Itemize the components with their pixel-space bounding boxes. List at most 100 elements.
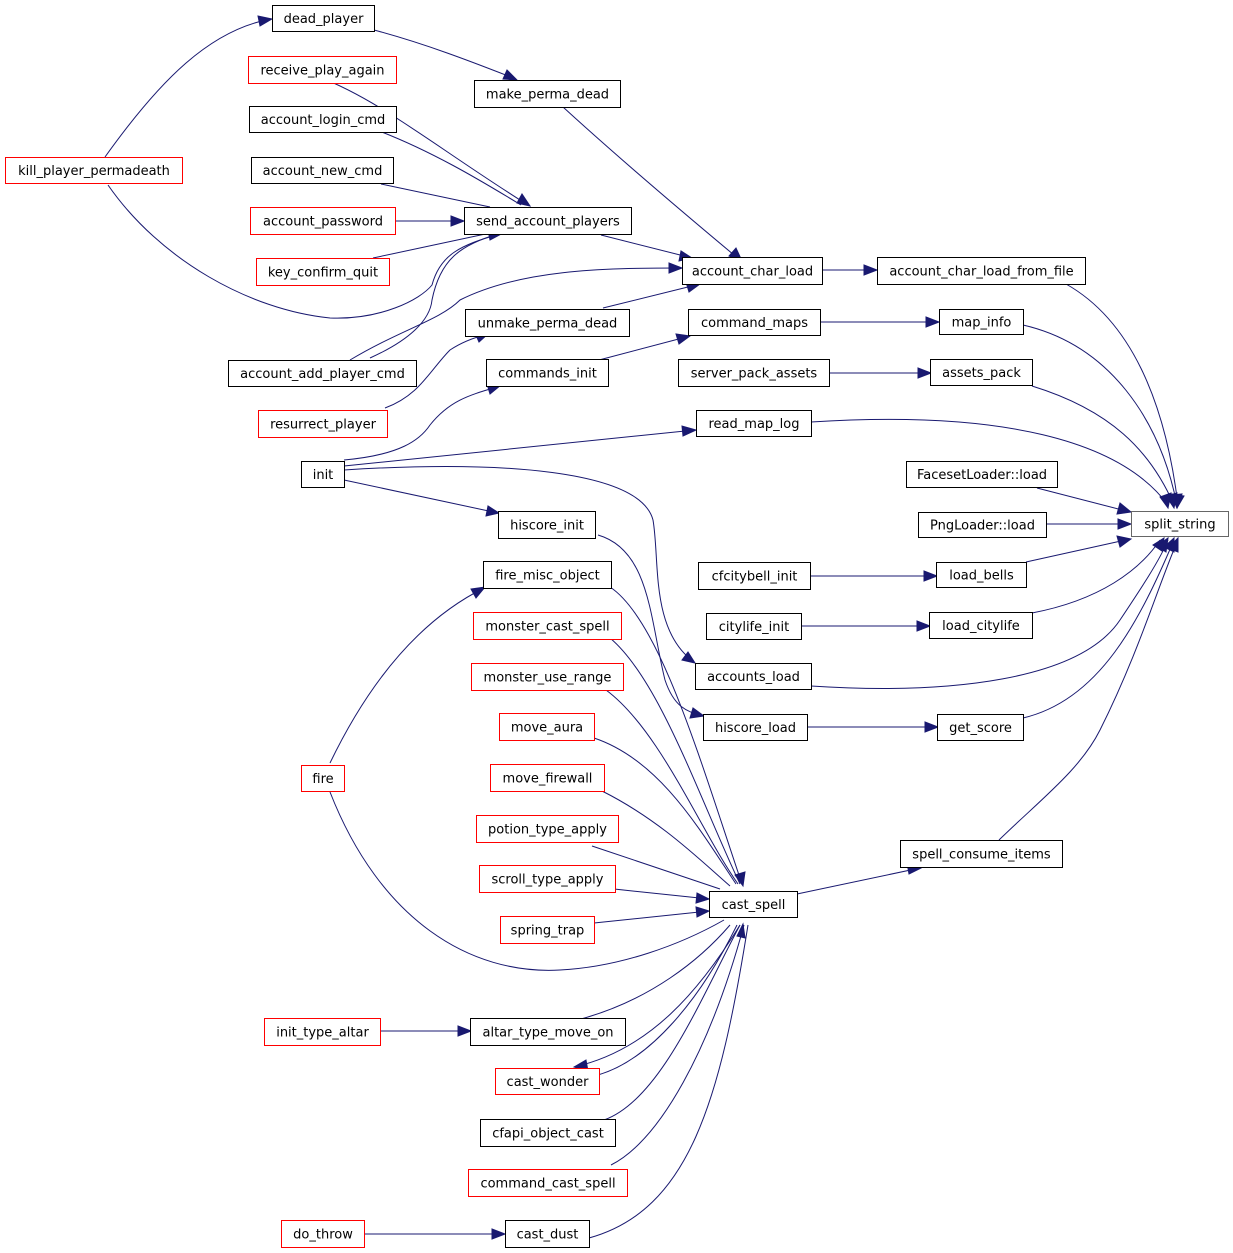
node-unmake-perma-dead[interactable]: unmake_perma_dead xyxy=(465,309,630,337)
call-edge xyxy=(603,924,741,1121)
node-label: altar_type_move_on xyxy=(482,1026,613,1041)
node-faceset-loader[interactable]: FacesetLoader::load xyxy=(906,461,1058,488)
node-account-char-load[interactable]: account_char_load xyxy=(682,257,823,285)
call-edge xyxy=(597,534,704,717)
node-move-firewall[interactable]: move_firewall xyxy=(490,764,605,792)
node-label: fire_misc_object xyxy=(495,569,600,584)
node-make-perma-dead[interactable]: make_perma_dead xyxy=(474,80,621,108)
call-edge xyxy=(610,924,745,1166)
arrowhead xyxy=(681,425,698,437)
node-do-throw[interactable]: do_throw xyxy=(281,1220,365,1248)
node-account-password[interactable]: account_password xyxy=(250,207,396,235)
node-spell-consume-items[interactable]: spell_consume_items xyxy=(900,840,1063,868)
node-box xyxy=(272,5,375,32)
node-account-char-load-from-file[interactable]: account_char_load_from_file xyxy=(877,257,1086,285)
node-label: resurrect_player xyxy=(270,418,377,433)
arrowhead xyxy=(863,264,879,276)
node-png-loader[interactable]: PngLoader::load xyxy=(918,512,1047,538)
node-spring-trap[interactable]: spring_trap xyxy=(500,916,595,944)
node-label: cast_wonder xyxy=(507,1075,590,1090)
node-move-aura[interactable]: move_aura xyxy=(499,713,595,741)
node-cast-dust[interactable]: cast_dust xyxy=(505,1220,590,1248)
arrowhead xyxy=(1116,535,1133,548)
call-edge xyxy=(373,128,522,206)
node-box xyxy=(258,410,388,438)
node-box xyxy=(281,1220,365,1248)
node-load-bells[interactable]: load_bells xyxy=(936,562,1027,588)
node-command-maps[interactable]: command_maps xyxy=(688,309,821,336)
node-box xyxy=(695,663,812,690)
node-cast-wonder[interactable]: cast_wonder xyxy=(495,1068,600,1095)
call-edge xyxy=(349,267,683,361)
node-citylife-init[interactable]: citylife_init xyxy=(706,613,802,640)
node-potion-type-apply[interactable]: potion_type_apply xyxy=(476,815,619,843)
call-edge xyxy=(1065,283,1179,506)
node-box xyxy=(250,207,396,235)
arrowhead xyxy=(457,1025,473,1037)
arrowhead xyxy=(681,651,697,664)
node-box xyxy=(473,612,622,640)
call-edge xyxy=(591,845,721,890)
node-resurrect-player[interactable]: resurrect_player xyxy=(258,410,388,438)
call-edge xyxy=(605,689,739,885)
arrowhead xyxy=(695,906,711,918)
node-cast-spell[interactable]: cast_spell xyxy=(709,891,798,918)
node-box xyxy=(470,1018,626,1046)
node-label: get_score xyxy=(949,721,1012,736)
node-assets-pack[interactable]: assets_pack xyxy=(930,359,1033,386)
node-scroll-type-apply[interactable]: scroll_type_apply xyxy=(479,865,616,893)
call-edge xyxy=(1031,385,1175,506)
node-label: hiscore_load xyxy=(715,721,796,736)
node-split-string[interactable]: split_string xyxy=(1131,511,1229,537)
node-label: FacesetLoader::load xyxy=(917,468,1047,483)
node-server-pack-assets[interactable]: server_pack_assets xyxy=(678,359,830,387)
node-account-login-cmd[interactable]: account_login_cmd xyxy=(249,106,397,133)
node-hiscore-init[interactable]: hiscore_init xyxy=(498,511,596,539)
node-box xyxy=(483,561,612,589)
node-account-new-cmd[interactable]: account_new_cmd xyxy=(251,157,394,184)
node-box xyxy=(495,1068,600,1095)
arrowhead xyxy=(917,367,933,379)
node-cfcitybell-init[interactable]: cfcitybell_init xyxy=(698,562,811,590)
arrowhead xyxy=(925,316,941,328)
node-fire-misc-object[interactable]: fire_misc_object xyxy=(483,561,612,589)
arrowhead xyxy=(1117,518,1133,530)
node-label: kill_player_permadeath xyxy=(18,164,170,179)
arrowhead xyxy=(923,570,939,582)
node-box xyxy=(678,359,830,387)
node-dead-player[interactable]: dead_player xyxy=(272,5,375,32)
call-edge xyxy=(369,233,499,359)
node-read-map-log[interactable]: read_map_log xyxy=(696,410,812,437)
call-edge xyxy=(598,335,691,361)
node-init[interactable]: init xyxy=(301,461,345,488)
node-command-cast-spell[interactable]: command_cast_spell xyxy=(468,1169,628,1197)
call-edge xyxy=(343,385,501,461)
node-box xyxy=(498,511,596,539)
node-fire[interactable]: fire xyxy=(301,765,345,792)
node-map-info[interactable]: map_info xyxy=(939,309,1024,335)
node-get-score[interactable]: get_score xyxy=(937,714,1024,741)
node-account-add-player-cmd[interactable]: account_add_player_cmd xyxy=(228,360,417,387)
call-edge xyxy=(107,184,501,319)
node-cfapi-object-cast[interactable]: cfapi_object_cast xyxy=(480,1119,616,1147)
node-monster-use-range[interactable]: monster_use_range xyxy=(471,663,624,691)
node-box xyxy=(1131,511,1229,537)
node-commands-init[interactable]: commands_init xyxy=(486,359,609,387)
node-label: fire xyxy=(312,772,333,787)
node-box xyxy=(480,1119,616,1147)
call-edge xyxy=(372,232,491,259)
node-key-confirm-quit[interactable]: key_confirm_quit xyxy=(256,258,390,286)
node-hiscore-load[interactable]: hiscore_load xyxy=(703,714,808,741)
node-init-type-altar[interactable]: init_type_altar xyxy=(264,1018,381,1046)
node-altar-type-move-on[interactable]: altar_type_move_on xyxy=(470,1018,626,1046)
node-accounts-load[interactable]: accounts_load xyxy=(695,663,812,690)
node-label: map_info xyxy=(952,316,1012,331)
node-send-account-players[interactable]: send_account_players xyxy=(464,207,632,235)
node-receive-play-again[interactable]: receive_play_again xyxy=(248,56,397,84)
node-kill-player-permadeath[interactable]: kill_player_permadeath xyxy=(5,157,183,184)
node-box xyxy=(301,461,345,488)
node-monster-cast-spell[interactable]: monster_cast_spell xyxy=(473,612,622,640)
node-load-citylife[interactable]: load_citylife xyxy=(929,612,1033,639)
node-box xyxy=(703,714,808,741)
